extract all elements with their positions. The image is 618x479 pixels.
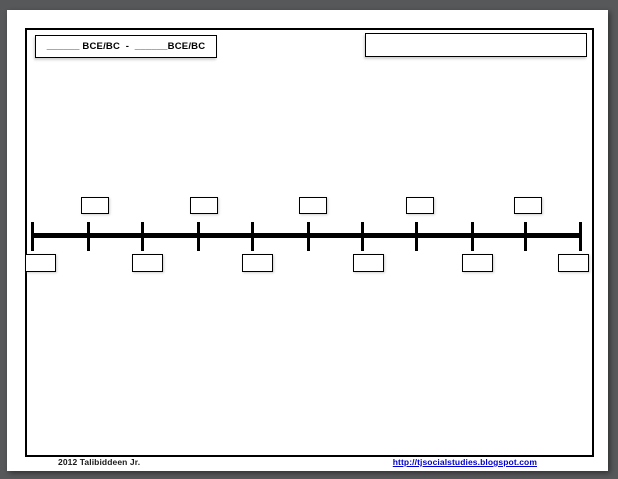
- title-box[interactable]: [365, 33, 587, 57]
- tick-mark: [141, 222, 144, 251]
- tick-mark: [471, 222, 474, 251]
- footer-link[interactable]: http://tjsocialstudies.blogspot.com: [392, 457, 537, 467]
- date-range-label: ______ BCE/BC - ______BCE/BC: [46, 41, 206, 52]
- footer-credit: 2012 Talibiddeen Jr.: [58, 457, 141, 467]
- timeline-label-box-below[interactable]: [558, 254, 589, 272]
- timeline-label-box-above[interactable]: [190, 197, 218, 214]
- page-border-frame: [25, 28, 594, 457]
- timeline-label-box-above[interactable]: [81, 197, 109, 214]
- tick-mark: [361, 222, 364, 251]
- timeline-label-box-below[interactable]: [353, 254, 384, 272]
- timeline-label-box-above[interactable]: [514, 197, 542, 214]
- timeline-label-box-below[interactable]: [25, 254, 56, 272]
- timeline-label-box-below[interactable]: [242, 254, 273, 272]
- timeline-label-box-above[interactable]: [406, 197, 434, 214]
- tick-mark: [251, 222, 254, 251]
- tick-mark: [197, 222, 200, 251]
- tick-mark: [524, 222, 527, 251]
- timeline-label-box-below[interactable]: [462, 254, 493, 272]
- date-range-box[interactable]: ______ BCE/BC - ______BCE/BC: [35, 35, 217, 58]
- tick-mark: [307, 222, 310, 251]
- tick-mark: [31, 222, 34, 251]
- tick-mark: [87, 222, 90, 251]
- tick-mark: [415, 222, 418, 251]
- timeline-label-box-above[interactable]: [299, 197, 327, 214]
- timeline-label-box-below[interactable]: [132, 254, 163, 272]
- worksheet-page: ______ BCE/BC - ______BCE/BC 2012 Talibi…: [7, 10, 608, 471]
- timeline-line: [33, 233, 580, 238]
- tick-mark: [579, 222, 582, 251]
